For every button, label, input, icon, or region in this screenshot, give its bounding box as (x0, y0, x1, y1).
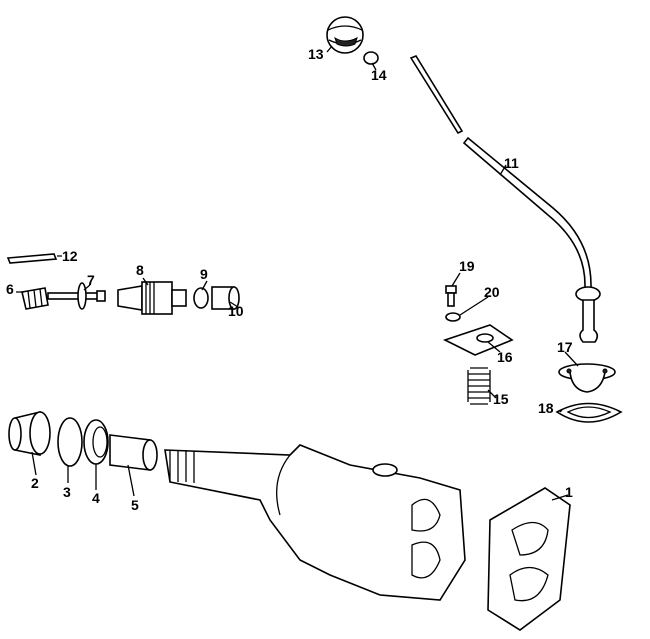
callout-8: 8 (136, 262, 144, 278)
callout-1: 1 (565, 484, 573, 500)
part-20-washer (445, 312, 461, 322)
callout-6: 6 (6, 281, 14, 297)
callout-16: 16 (497, 349, 513, 365)
callout-5: 5 (131, 497, 139, 513)
part-11-gear-lever (409, 55, 601, 343)
part-13-gear-knob (326, 16, 364, 54)
leader-lines (16, 45, 579, 501)
part-14-locknut (363, 51, 379, 65)
part-19-bolt (445, 285, 457, 307)
callout-18: 18 (538, 400, 554, 416)
part-8-pinion-housing (117, 281, 187, 315)
callout-12: 12 (62, 248, 78, 264)
part-18-gasket (555, 402, 623, 423)
callout-14: 14 (371, 67, 387, 83)
callout-3: 3 (63, 484, 71, 500)
callout-15: 15 (493, 391, 509, 407)
callout-10: 10 (228, 303, 244, 319)
callout-20: 20 (484, 284, 500, 300)
callout-9: 9 (200, 266, 208, 282)
callout-4: 4 (92, 490, 100, 506)
part-4-seal (83, 419, 109, 465)
part-17-lever-seat (558, 363, 616, 393)
callout-19: 19 (459, 258, 475, 274)
part-16-retaining-plate (442, 324, 514, 356)
part-12-key (6, 253, 58, 264)
part-15-spring (467, 367, 491, 405)
callout-7: 7 (87, 272, 95, 288)
callout-17: 17 (557, 339, 573, 355)
part-6-drive-gear (21, 287, 106, 310)
callout-13: 13 (308, 46, 324, 62)
remote-control-housing (164, 444, 466, 601)
callout-2: 2 (31, 475, 39, 491)
part-9-seal (193, 287, 209, 309)
part-7-washer (77, 282, 87, 310)
part-1-gasket (487, 487, 571, 631)
part-2-bush (8, 410, 51, 456)
part-5-tube (109, 434, 158, 471)
callout-11: 11 (504, 155, 519, 171)
part-3-ring (57, 417, 83, 467)
